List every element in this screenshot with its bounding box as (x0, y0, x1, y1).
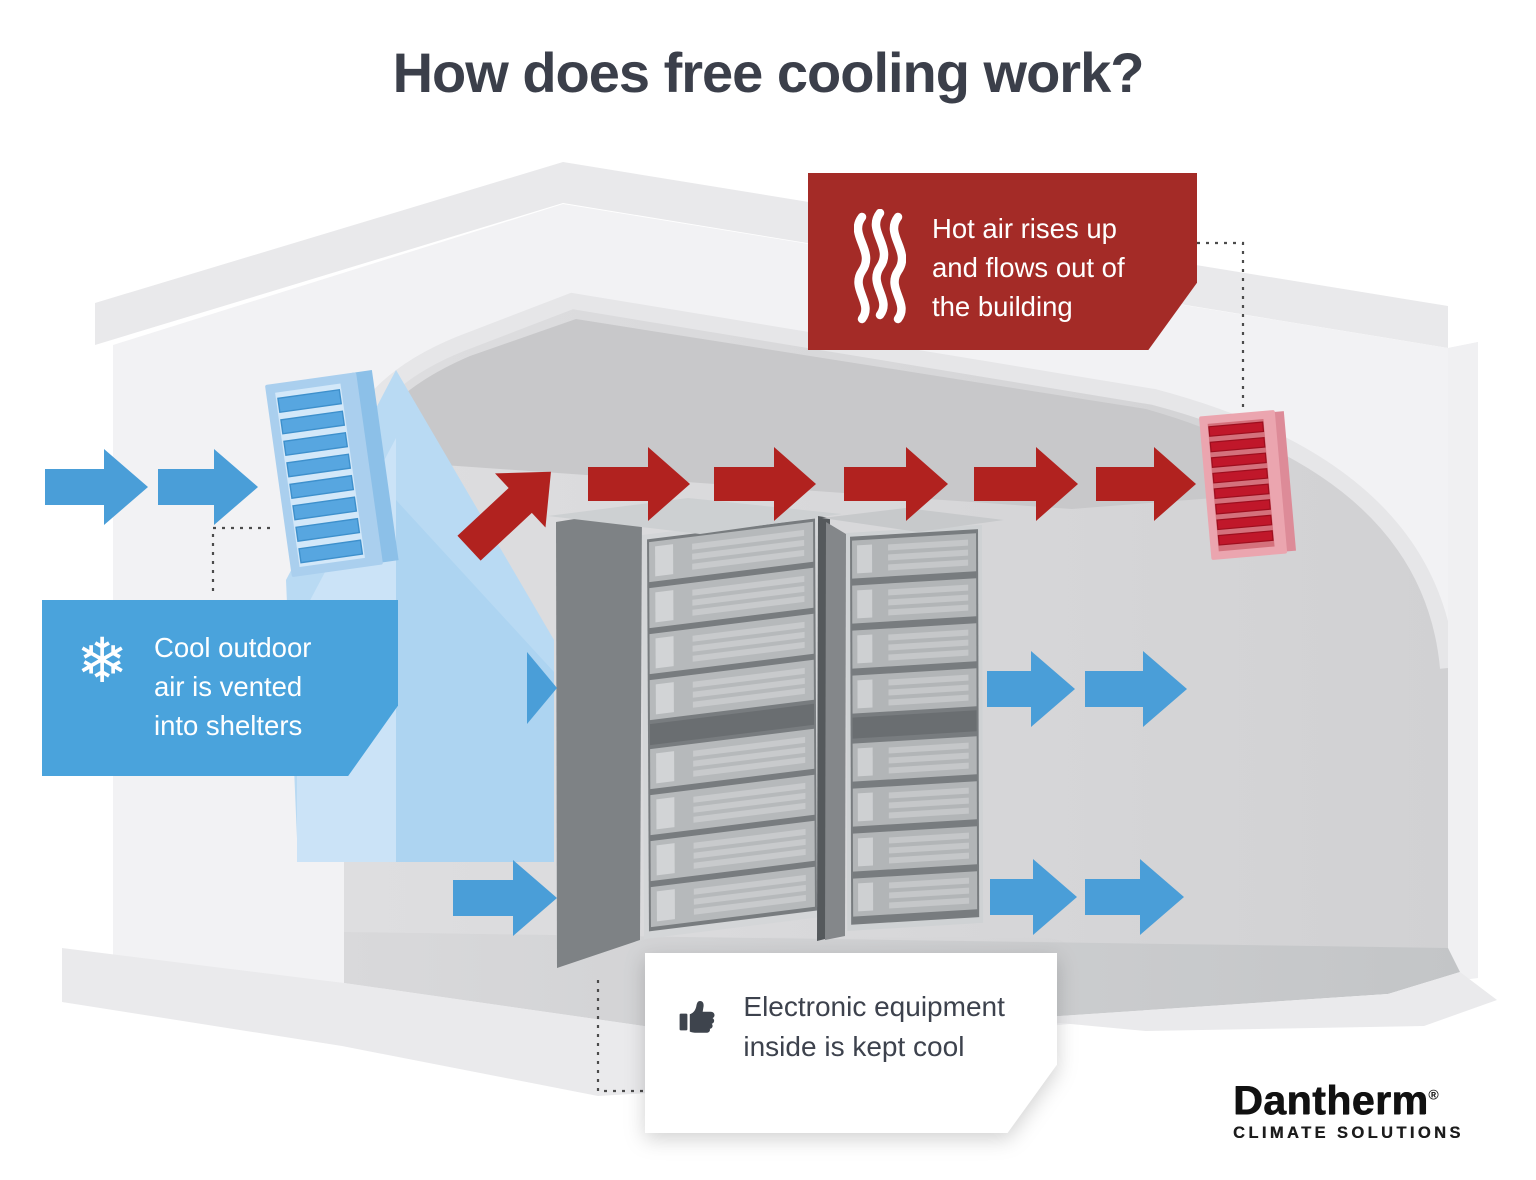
page-title: How does free cooling work? (392, 41, 1145, 104)
callout-hot-air: Hot air rises up and flows out of the bu… (808, 173, 1197, 350)
cool-air-arrow-icon (1085, 859, 1184, 935)
rack-top-cap (548, 498, 842, 534)
cool-air-arrow-icon (453, 860, 557, 936)
rack-side-panel (556, 508, 642, 968)
roof-fascia (95, 162, 1448, 348)
cool-air-arrow-icon (527, 652, 557, 724)
cool-air-arrow-icon (158, 449, 258, 525)
callout-equipment-text: Electronic equipment inside is kept cool (743, 991, 1005, 1062)
base-slab (62, 948, 1497, 1096)
cool-air-arrows (45, 449, 1187, 936)
callout-hot-air-text: Hot air rises up and flows out of the bu… (932, 213, 1125, 323)
brand-logo-tagline: CLIMATE SOLUTIONS (1233, 1124, 1464, 1142)
cool-air-arrow-icon (45, 449, 148, 525)
cool-air-arrow-icon (987, 651, 1075, 727)
rack-side-panel (825, 522, 846, 940)
hot-air-arrows (457, 447, 1196, 561)
hot-air-arrow-icon (844, 447, 948, 521)
brand-logo: Dantherm® CLIMATE SOLUTIONS (1233, 1080, 1493, 1143)
rack-top-cap (822, 508, 1004, 532)
connector-dashed-line (596, 980, 643, 1093)
thumbs-up-icon (679, 1001, 715, 1033)
hot-air-arrow-icon (1096, 447, 1196, 521)
hot-air-arrow-icon (714, 447, 816, 521)
callout-cool-air-text: Cool outdoor air is vented into shelters (153, 632, 312, 742)
connector-dashed-line (1197, 241, 1245, 409)
intake-vent-blue-louver (265, 370, 399, 577)
cool-air-arrow-icon (990, 859, 1077, 935)
callout-equipment: Electronic equipment inside is kept cool (645, 953, 1057, 1133)
hot-air-arrow-icon (974, 447, 1078, 521)
server-rack-right (822, 508, 1004, 940)
cool-air-arrow-icon (1085, 651, 1187, 727)
snowflake-icon: ❄ (76, 624, 128, 697)
hot-air-arrow-icon (588, 447, 690, 521)
server-rack-left (548, 498, 842, 968)
connector-dashed-line (211, 526, 270, 597)
callout-connectors (211, 241, 1245, 1093)
callout-equipment-wrap: Electronic equipment inside is kept cool (645, 953, 1057, 1133)
exhaust-vent-red-louver (1199, 410, 1297, 560)
heat-waves-icon (854, 209, 906, 324)
callout-cool-air: ❄ Cool outdoor air is vented into shelte… (42, 600, 398, 776)
brand-logo-name: Dantherm® (1233, 1077, 1440, 1123)
registered-mark: ® (1428, 1086, 1440, 1103)
hot-air-arrow-icon (457, 471, 551, 561)
right-wall-pillar (1448, 342, 1478, 982)
